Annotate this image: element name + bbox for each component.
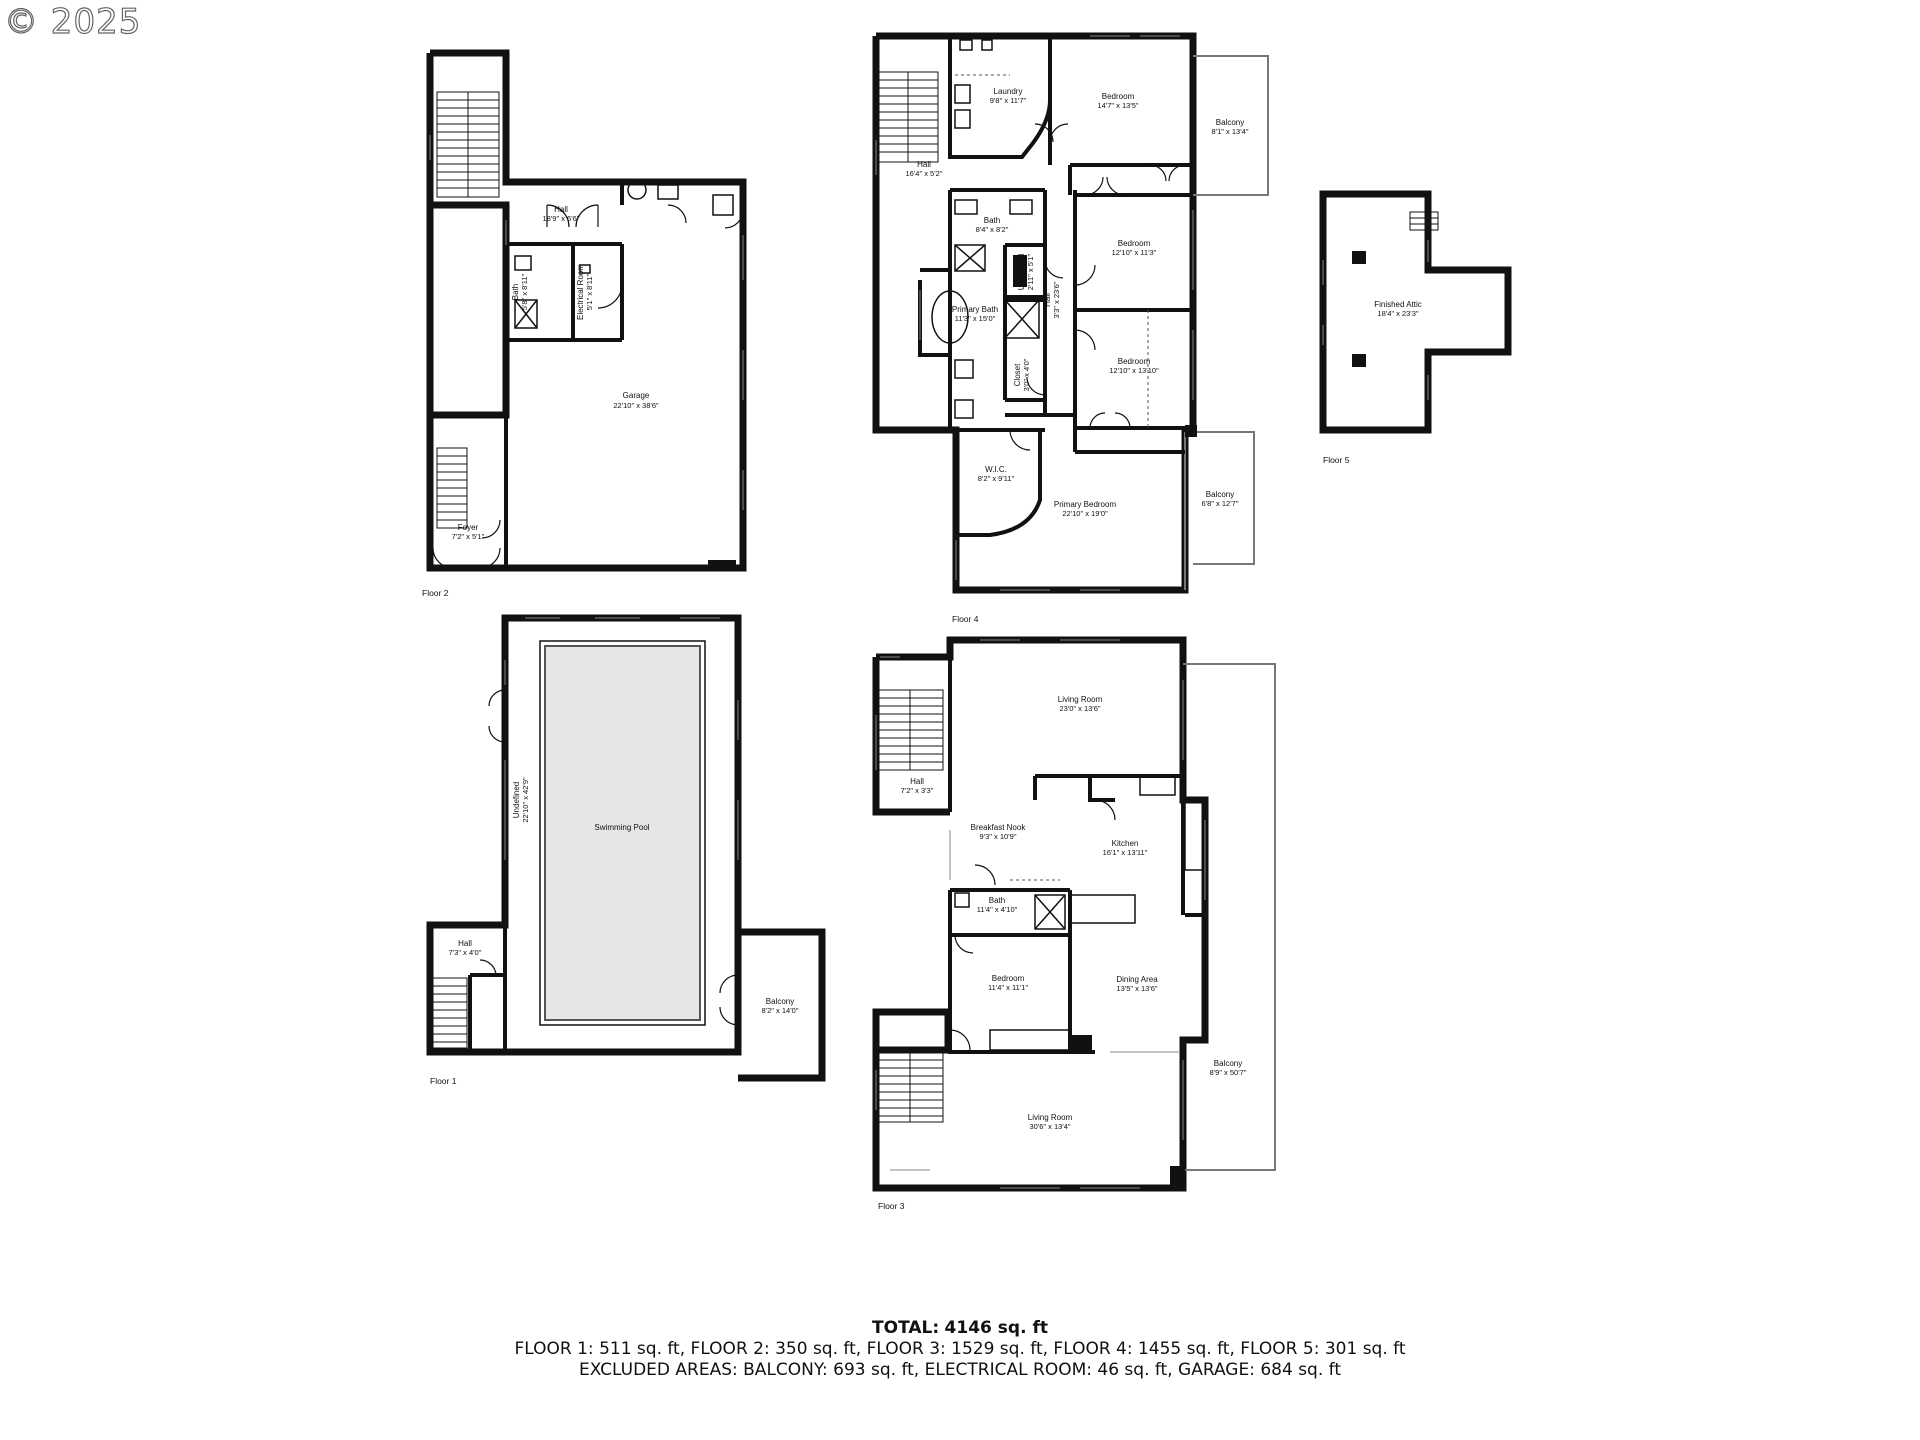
room-name: Undefined [1017,254,1026,290]
total-value: 4146 sq. ft [944,1318,1048,1338]
room-name: Bedroom [1118,357,1151,366]
room-name: Bath [511,284,520,300]
area-summary: TOTAL: 4146 sq. ft FLOOR 1: 511 sq. ft, … [0,1318,1920,1381]
room-dims: 8'4" x 8'2" [976,225,1009,234]
room-dims: 5'1" x 8'11" [585,273,594,310]
floor-label: Floor 2 [422,588,449,598]
room-dims: 5'8" x 8'11" [520,273,529,310]
room-name: Balcony [766,997,794,1006]
room-dims: 18'9" x 6'6" [543,214,580,223]
room-dims: 8'2" x 9'11" [978,474,1015,483]
room-dims: 12'10" x 11'3" [1112,248,1157,257]
floor-1-plan: Floor 1 Undefined 22'10" x 42'9" Swimmin… [426,614,826,1086]
room-dims: 22'10" x 19'0" [1062,509,1108,518]
room-dims: 11'4" x 4'10" [977,905,1018,914]
room-name: Hall [1043,293,1052,307]
room-name: Primary Bath [952,305,998,314]
room-name: Bath [989,896,1005,905]
room-name: Primary Bedroom [1054,500,1117,509]
room-name: Dining Area [1116,975,1158,984]
room-name: Bedroom [1118,239,1151,248]
room-dims: 3'3" x 23'6" [1052,281,1061,318]
floor-label: Floor 3 [878,1201,905,1211]
room-dims: 8'9" x 50'7" [1210,1068,1247,1077]
copyright-watermark: © 2025 [3,1,142,42]
room-dims: 3'0" x 4'0" [1022,358,1031,391]
room-dims: 16'4" x 5'2" [906,169,943,178]
room-name: Foyer [458,523,479,532]
room-name: Balcony [1216,118,1244,127]
floor-label: Floor 4 [952,614,979,624]
room-name: Hall [554,205,568,214]
floor-label: Floor 1 [430,1076,457,1086]
room-name: Bath [984,216,1000,225]
room-dims: 12'10" x 13'10" [1109,366,1159,375]
room-dims: 9'3" x 10'9" [980,832,1017,841]
room-name: Living Room [1028,1113,1073,1122]
room-name: Balcony [1206,490,1234,499]
room-dims: 6'8" x 12'7" [1202,499,1239,508]
room-dims: 30'6" x 13'4" [1029,1122,1070,1131]
room-name: Hall [917,160,931,169]
room-name: Hall [910,777,924,786]
room-dims: 11'3" x 15'0" [955,314,996,323]
room-name: Laundry [994,87,1023,96]
total-label: TOTAL: [872,1318,940,1338]
room-name: Closet [1013,363,1022,386]
room-name: Bedroom [992,974,1025,983]
room-name: Finished Attic [1374,300,1422,309]
floor-3-plan: Floor 3 Living Room 23'0" x 13'6" Hall 7… [872,636,1276,1211]
room-dims: 22'10" x 38'6" [613,401,659,410]
floor-2-plan: Floor 2 Hall 18'9" x 6'6" Bath 5'8" x 8'… [422,49,747,598]
room-dims: 8'2" x 14'0" [762,1006,799,1015]
room-dims: 2'11" x 5'1" [1026,253,1035,290]
room-name: Electrical Room [576,264,585,320]
room-name: W.I.C. [985,465,1007,474]
room-dims: 8'1" x 13'4" [1212,127,1249,136]
floor-label: Floor 5 [1323,455,1350,465]
room-dims: 16'1" x 13'11" [1103,848,1148,857]
room-name: Breakfast Nook [971,823,1027,832]
room-dims: 23'0" x 13'6" [1059,704,1100,713]
excluded-areas: EXCLUDED AREAS: BALCONY: 693 sq. ft, ELE… [579,1360,1341,1380]
room-name: Balcony [1214,1059,1242,1068]
room-name: Swimming Pool [594,823,649,832]
floor-5-plan: Floor 5 Finished Attic 18'4" x 23'3" [1319,190,1512,465]
room-dims: 7'3" x 4'0" [449,948,482,957]
room-dims: 9'8" x 11'7" [990,96,1027,105]
room-name: Undefined [512,782,521,818]
room-name: Bedroom [1102,92,1135,101]
room-dims: 11'4" x 11'1" [988,983,1028,992]
room-dims: 7'2" x 5'1" [452,532,485,541]
room-dims: 7'2" x 3'3" [901,786,934,795]
floor-areas: FLOOR 1: 511 sq. ft, FLOOR 2: 350 sq. ft… [514,1339,1406,1359]
room-name: Hall [458,939,472,948]
total-area: TOTAL: 4146 sq. ft [0,1318,1920,1339]
room-dims: 18'4" x 23'3" [1377,309,1418,318]
room-dims: 13'5" x 13'6" [1116,984,1157,993]
floor-4-plan: Floor 4 Laundry 9'8" x 11'7" Bedroom 14'… [872,32,1439,624]
room-dims: 22'10" x 42'9" [521,777,530,823]
room-name: Living Room [1058,695,1103,704]
room-name: Garage [623,391,650,400]
room-dims: 14'7" x 13'5" [1097,101,1138,110]
room-name: Kitchen [1112,839,1139,848]
